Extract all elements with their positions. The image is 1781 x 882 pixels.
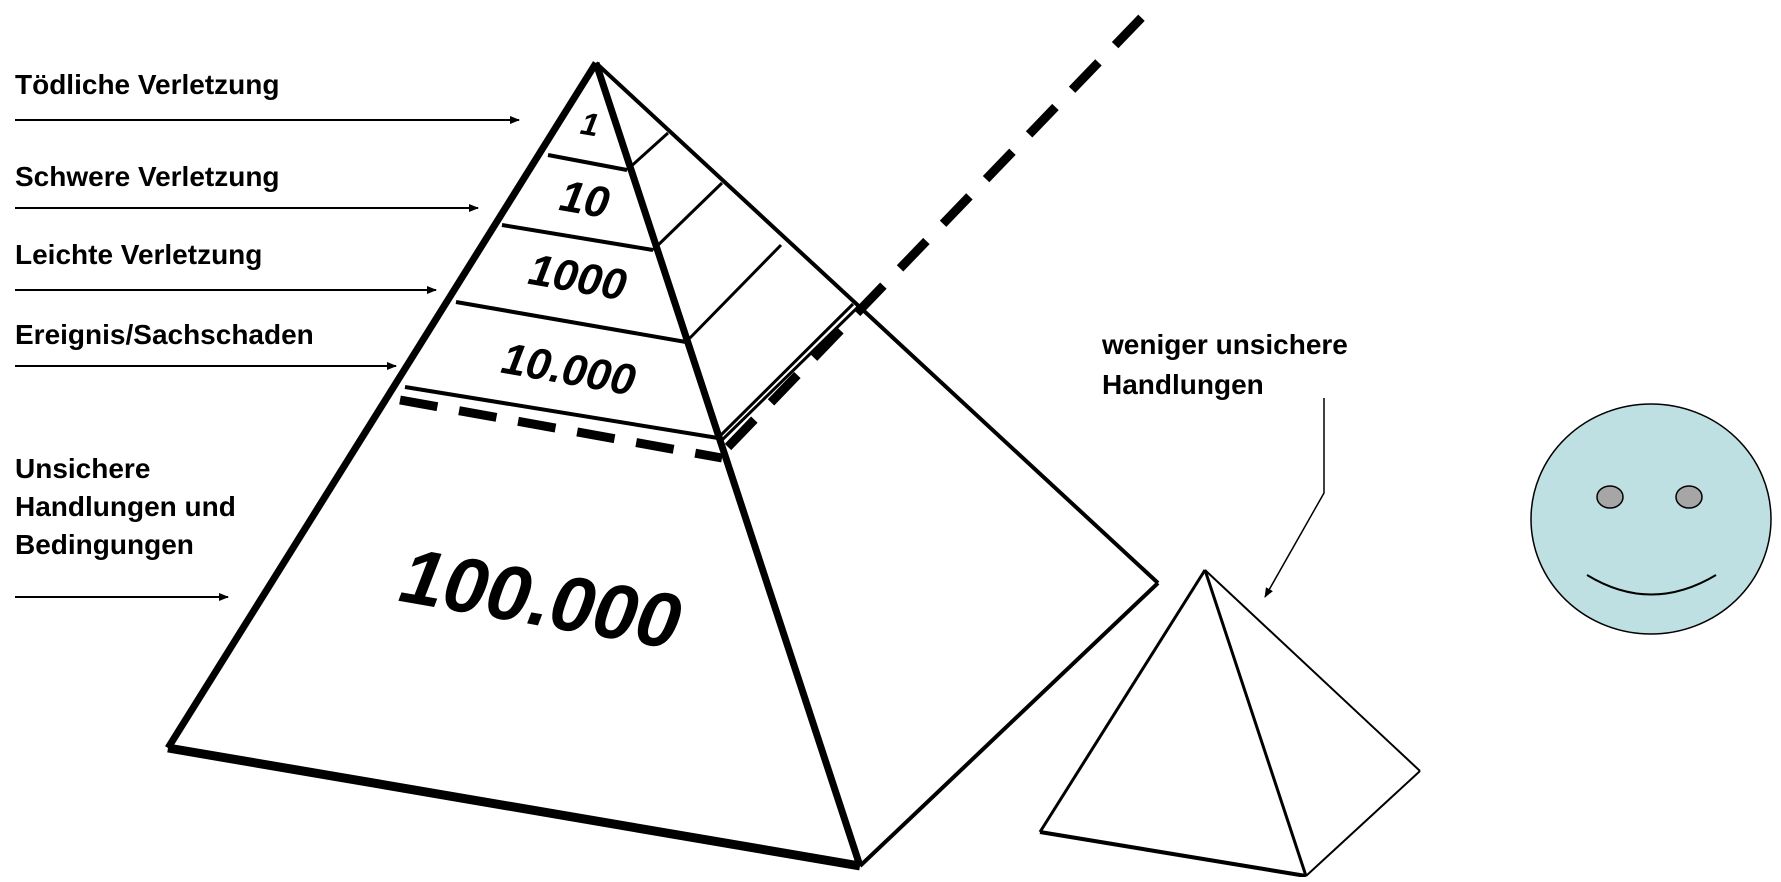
caption-pointer-arrow [1265,398,1324,597]
tier-line-1 [548,155,627,170]
big-pyramid: 1 10 1000 10.000 100.000 [168,12,1158,866]
side-tier-line-2 [653,183,722,250]
dashed-diagonal-line [728,12,1147,447]
side-tier-line-5 [721,307,858,441]
small-pyramid-left-edge [1040,570,1205,832]
smiley-right-eye [1676,486,1702,508]
small-pyramid-right-base-edge [1306,771,1420,876]
tier-count-2: 10 [556,171,613,228]
smiley-left-eye [1597,486,1623,508]
label-minor-injury: Leichte Verletzung [15,239,262,270]
level-labels: Tödliche Verletzung Schwere Verletzung L… [15,69,519,597]
label-incident-damage: Ereignis/Sachschaden [15,319,314,350]
smiley-face-circle [1531,404,1771,634]
small-pyramid [1040,570,1420,876]
pyramid-base-edge [168,748,860,866]
side-tier-line-3 [686,245,781,342]
side-tier-line-1 [627,133,668,170]
tier-line-3 [456,302,686,342]
label-fatal-injury: Tödliche Verletzung [15,69,279,100]
pyramid-right-base-edge [860,583,1158,866]
label-serious-injury: Schwere Verletzung [15,161,280,192]
side-tier-line-4 [718,304,853,438]
tier-count-5: 100.000 [394,531,687,667]
tier-count-1: 1 [578,105,602,144]
small-pyramid-caption: weniger unsichere Handlungen [1101,329,1356,400]
tier-line-2 [502,225,653,250]
label-unsafe-acts: Unsichere Handlungen und Bedingungen [15,453,244,560]
tier-count-4: 10.000 [498,334,640,406]
smiley-face-icon [1531,404,1771,634]
tier-count-3: 1000 [525,245,630,310]
tier-line-4 [405,387,718,438]
small-pyramid-base-edge [1040,832,1306,876]
